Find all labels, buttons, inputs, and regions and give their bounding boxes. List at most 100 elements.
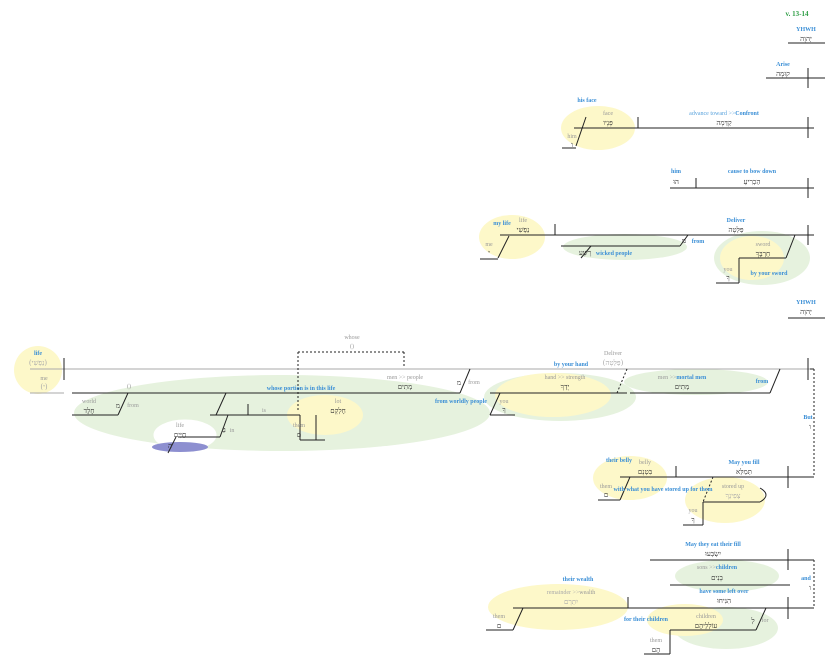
his-face-gloss: his face xyxy=(577,98,597,104)
remainder-label: wealth xyxy=(579,590,596,596)
belly-english: belly xyxy=(639,460,651,466)
them2-english: them xyxy=(600,484,612,490)
remainder-literal: remainder >> xyxy=(546,590,580,596)
whose-parens: () xyxy=(350,344,354,350)
baseline-lines xyxy=(30,42,825,655)
world-hebrew: חֶלֶד xyxy=(83,407,95,415)
me-hebrew: י xyxy=(488,249,490,257)
for-hebrew: לְ xyxy=(751,617,755,625)
sons-hebrew: בָנִים xyxy=(711,574,723,582)
from-hebrew: מ xyxy=(681,237,687,245)
confront-hebrew: קַדְּמָה xyxy=(716,119,732,127)
life-gloss: life xyxy=(34,351,42,357)
yhwh2-gloss: YHWH xyxy=(796,300,816,306)
and-gloss: and xyxy=(801,576,811,582)
life2-hebrew: (נַפְשִׁי) xyxy=(28,359,48,367)
wealth-gloss: their wealth xyxy=(562,577,594,583)
but-hebrew: ו xyxy=(809,423,811,431)
mortal-gloss: men >>mortal men xyxy=(658,374,706,382)
stored-gloss: with what you have stored up for them xyxy=(613,487,713,493)
stored-english: stored up xyxy=(721,484,745,490)
leftover-gloss: have some left over xyxy=(699,589,749,595)
world-english: world xyxy=(82,399,96,405)
by-hand-gloss: by your hand xyxy=(553,362,589,368)
stored-hebrew: צְפִינְךָ xyxy=(725,492,741,500)
mortal-label: mortal men xyxy=(676,375,707,381)
deliver-hebrew: פַּלְּטָה xyxy=(728,226,744,234)
life-hebrew: נַפְשִׁי xyxy=(516,226,530,234)
children-hebrew: עוֹלְלֵיהֶם xyxy=(694,622,718,630)
them1-english: them xyxy=(293,423,305,429)
remainder-hebrew: יִתְרָם xyxy=(564,598,578,606)
confront-gloss: advance toward >>Confront xyxy=(689,110,759,118)
is-english: is xyxy=(261,408,267,414)
the-hebrew: ה xyxy=(167,442,173,450)
from2-gloss: from xyxy=(755,379,769,385)
confront-label: Confront xyxy=(735,111,759,117)
belly-hebrew: בִּטְנָם xyxy=(637,468,653,476)
me-english: me xyxy=(485,242,493,248)
you-english: you xyxy=(723,267,733,273)
me2-hebrew: (י) xyxy=(40,383,48,391)
face-hebrew: פָּנָיו xyxy=(603,119,613,127)
me2-english: me xyxy=(40,376,48,382)
him-english: him xyxy=(567,134,577,140)
confront-literal: advance toward >> xyxy=(689,111,736,117)
arise-hebrew: קוּמָה xyxy=(776,70,790,78)
from3-english: from xyxy=(468,380,480,386)
whose-english: whose xyxy=(344,335,360,341)
sons-literal: sons >> xyxy=(696,565,716,571)
fill-hebrew: תְּמַלֵּא xyxy=(736,468,752,476)
for-english: for xyxy=(761,618,769,624)
wicked-hebrew: רָשָׁע xyxy=(578,249,592,257)
you3-english: you xyxy=(688,508,698,514)
him2-hebrew: הוּ xyxy=(673,178,679,186)
yhwh-hebrew: יְהוָה xyxy=(800,35,812,43)
yhwh2-hebrew: יְהוָה xyxy=(800,308,812,316)
deliver2-hebrew: (פַּלְּטָה) xyxy=(602,359,624,367)
deliver-gloss: Deliver xyxy=(726,218,746,224)
hand-hebrew: יָדְךָ xyxy=(560,383,570,391)
them3-english: them xyxy=(493,614,505,620)
them1-hebrew: ם xyxy=(296,431,302,439)
you2-english: you xyxy=(499,399,509,405)
portion-gloss: whose portion is in this life xyxy=(266,386,336,392)
children-sons-gloss: sons >>children xyxy=(697,564,737,572)
lot-english: lot xyxy=(334,399,342,405)
deliver2-english: Deliver xyxy=(604,351,622,357)
from4-english: from xyxy=(127,403,139,409)
him-hebrew: ו xyxy=(571,141,573,149)
them2-hebrew: ם xyxy=(603,491,609,499)
hand-english: hand >> strength xyxy=(544,375,586,381)
men-people-hebrew: מְתִים xyxy=(397,383,413,391)
eat-gloss: May they eat their fill xyxy=(685,542,741,548)
from4-hebrew: מ xyxy=(115,402,121,410)
verse-reference: v. 13-14 xyxy=(785,10,809,18)
men-people-english: men >> people xyxy=(386,375,424,381)
you2-hebrew: ךָ xyxy=(502,406,506,414)
him-gloss: him xyxy=(670,169,682,175)
and-hebrew: ו xyxy=(809,584,811,592)
life-english: life xyxy=(519,218,527,224)
sword-english: sword xyxy=(755,242,771,248)
from3-hebrew: מ xyxy=(456,379,462,387)
leftover-hebrew: הִנִּיחוּ xyxy=(716,597,732,605)
in-hebrew: בַּ xyxy=(222,426,226,434)
remainder-gloss: remainder >>wealth xyxy=(547,589,596,597)
mortal-hebrew: מְתִים xyxy=(674,383,690,391)
but-gloss: But xyxy=(803,415,813,421)
children-gloss: for their children xyxy=(624,617,668,623)
eat-hebrew: יִשְׂבְּעוּ xyxy=(705,550,721,558)
bow-hebrew: הַכְרִיעֵ xyxy=(743,178,761,186)
life3-hebrew: חַיִּים xyxy=(173,431,187,439)
face-english: face xyxy=(603,111,613,117)
them3-hebrew: ם xyxy=(496,622,502,630)
their-belly-gloss: their belly xyxy=(605,458,633,464)
lot-hebrew: חֶלְקָם xyxy=(330,407,346,415)
yhwh-gloss: YHWH xyxy=(796,27,816,33)
sons-label: children xyxy=(715,565,738,571)
life3-english: life xyxy=(176,423,184,429)
from-gloss: from xyxy=(691,239,705,245)
